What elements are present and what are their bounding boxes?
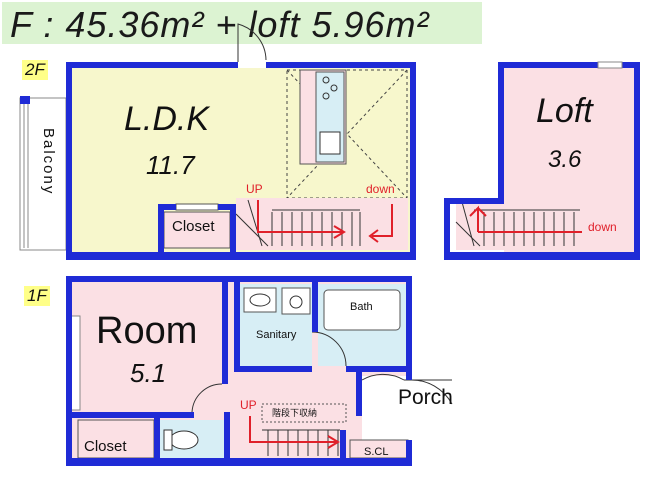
floor-tag-1f: 1F [24,286,50,306]
ldk-label: L.D.K [124,100,210,138]
shoe-closet-label: S.CL [364,446,389,458]
second-floor-plan [19,23,416,260]
area-title: F : 45.36m² + loft 5.96m² [10,4,430,45]
bath-label: Bath [350,301,373,313]
closet-2f-label: Closet [172,218,215,235]
understair-storage-label: 階段下収納 [272,408,318,418]
room-size: 5.1 [130,358,167,388]
loft-size: 3.6 [548,146,582,173]
floor-tag-2f: 2F [22,60,48,80]
up-label-1f: UP [240,398,257,412]
room-1f [72,282,222,414]
first-floor-plan [66,276,453,466]
loft-plan [444,61,640,260]
closet-1f [77,419,155,459]
closet-1f-label: Closet [84,438,127,455]
sanitary-label: Sanitary [256,329,297,341]
balcony-label: Balcony [40,128,57,196]
area-banner [2,2,482,44]
ldk-size: 11.7 [146,150,195,180]
loft-label: Loft [536,92,593,130]
up-label-2f: UP [246,182,263,196]
porch-label: Porch [398,386,453,409]
down-label-loft: down [588,220,617,234]
down-label-2f: down [366,182,395,196]
room-label: Room [96,310,198,352]
